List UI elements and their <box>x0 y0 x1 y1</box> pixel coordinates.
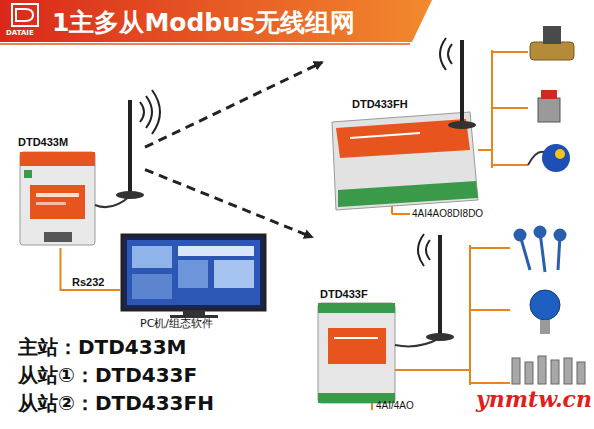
node-label: DTD433F <box>320 288 368 300</box>
title-banner <box>0 0 432 42</box>
station-note: 从站①：DTD433F <box>18 362 197 389</box>
device-node: DTD433F <box>312 228 452 410</box>
solenoid-valve <box>530 26 574 60</box>
station-note: 从站②：DTD433FH <box>18 390 214 417</box>
logo-icon <box>12 4 38 26</box>
device-node: DTD433FH <box>322 36 482 212</box>
temperature-probes <box>515 227 565 272</box>
slave-device-fh <box>332 112 478 210</box>
connector <box>145 170 312 238</box>
sensor-probes <box>512 356 585 384</box>
watermark: ynmtw.cn <box>476 386 592 412</box>
io-spec: 4AI/4AO <box>376 400 414 411</box>
node-label: DTD433M <box>18 136 68 148</box>
connector <box>145 62 322 147</box>
master-device <box>20 152 95 245</box>
connector-label: Rs232 <box>72 276 104 288</box>
device-node: PC机/组态软件 <box>120 232 270 332</box>
node-label: DTD433FH <box>352 98 408 110</box>
push-button <box>538 90 560 122</box>
pc-monitor <box>122 235 265 318</box>
antenna <box>95 90 160 207</box>
diagram-title: 1主多从Modbus无线组网 <box>52 6 355 39</box>
pressure-transmitter <box>530 290 560 334</box>
float-switch <box>528 144 570 172</box>
connector <box>61 248 121 290</box>
slave-device-f <box>318 303 395 403</box>
device-node: DTD433M <box>15 136 145 248</box>
banner-rule <box>0 43 410 45</box>
logo-text: DATAIE <box>6 29 34 37</box>
io-wiring <box>392 50 528 214</box>
station-note: 主站：DTD433M <box>18 334 187 361</box>
io-spec: 4AI4AO8DI8DO <box>412 208 483 219</box>
io-wiring <box>372 245 510 410</box>
antenna <box>440 38 476 129</box>
antenna <box>395 234 454 346</box>
node-label: PC机/组态软件 <box>140 316 213 331</box>
